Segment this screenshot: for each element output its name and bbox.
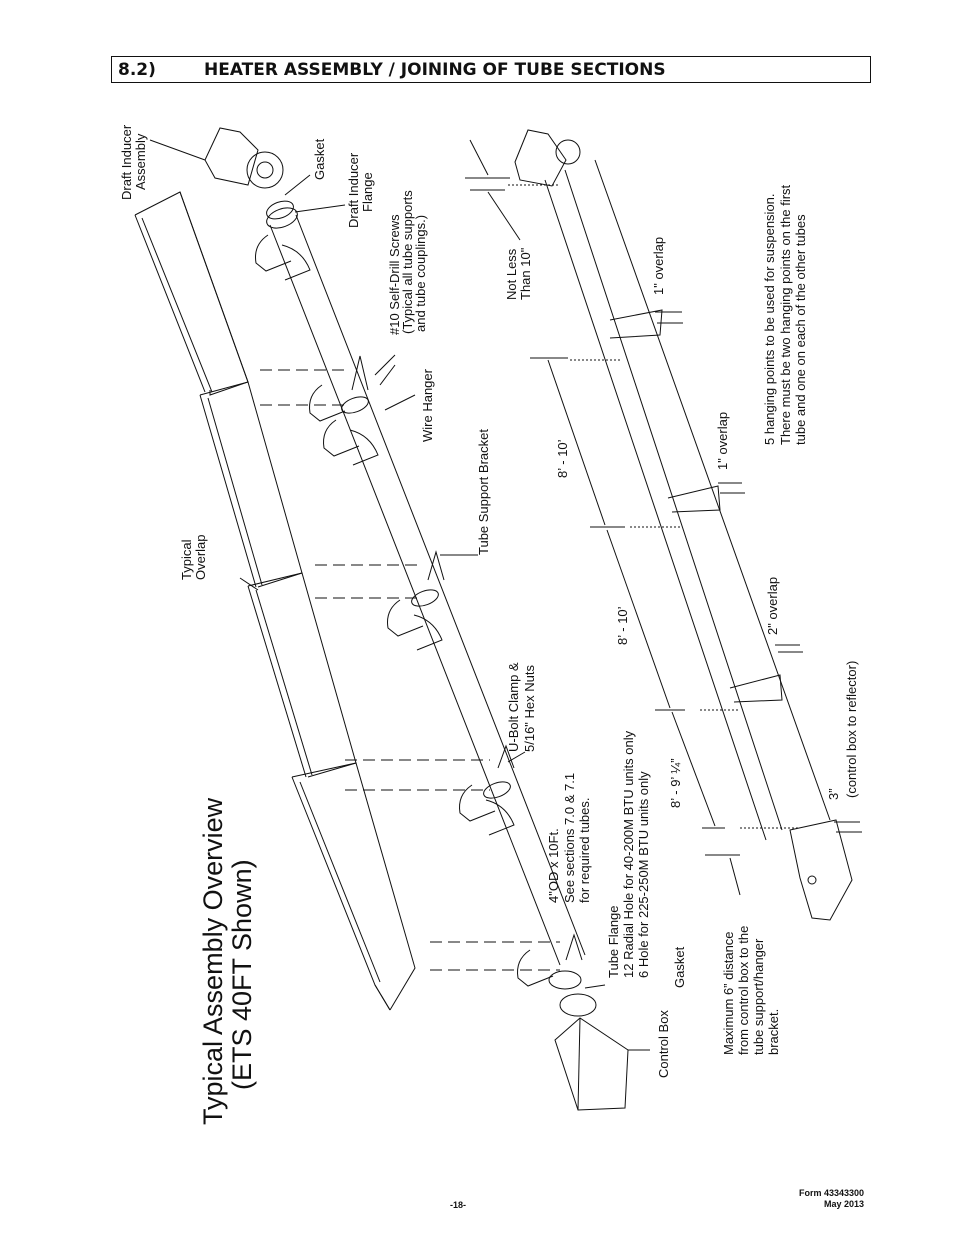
label-hanging-3: tube and one on each of the other tubes xyxy=(793,214,808,445)
wire-hangers xyxy=(255,234,554,987)
label-self-drill-2: (Typical all tube supports xyxy=(400,190,415,334)
label-gasket-bottom: Gasket xyxy=(672,946,687,988)
label-control-box: Control Box xyxy=(656,1010,671,1078)
label-draft-inducer-assembly-2: Assembly xyxy=(133,133,148,190)
label-control-to-reflector: (control box to reflector) xyxy=(844,661,859,798)
label-tube-flange-3: 6 Hole for 225-250M BTU units only xyxy=(636,771,651,978)
label-overlap-1: 1" overlap xyxy=(651,237,666,295)
label-ubolt-1: U-Bolt Clamp & xyxy=(506,662,521,752)
label-dim-8-9: 8’ - 9’ ¼” xyxy=(668,758,683,808)
label-dim-8-10-a: 8’ - 10’ xyxy=(555,439,570,478)
label-not-less-2: Than 10" xyxy=(518,247,533,300)
label-ubolt-2: 5/16" Hex Nuts xyxy=(522,665,537,752)
label-dim-8-10-b: 8’ - 10’ xyxy=(615,606,630,645)
label-tube-flange-2: 12 Radial Hole for 40-200M BTU units onl… xyxy=(621,730,636,978)
label-self-drill-3: and tube couplings.) xyxy=(413,215,428,332)
label-draft-inducer-flange: Draft Inducer xyxy=(346,152,361,228)
diagram-title-line2: (ETS 40FT Shown) xyxy=(227,859,257,1090)
leader-lines xyxy=(149,139,741,1051)
control-box xyxy=(548,970,629,1111)
chains xyxy=(508,184,800,829)
label-max6-1: Maximum 6” distance xyxy=(721,931,736,1055)
label-hanging-1: 5 hanging points to be used for suspensi… xyxy=(762,193,777,445)
label-typical-overlap: Typical xyxy=(179,539,194,580)
label-self-drill-1: #10 Self-Drill Screws xyxy=(387,214,402,335)
label-hanging-2: There must be two hanging points on the … xyxy=(778,184,793,445)
label-typical-overlap-2: Overlap xyxy=(193,534,208,580)
draft-inducer-assembly xyxy=(204,127,298,229)
label-max6-4: bracket. xyxy=(766,1009,781,1055)
section-number: 8.2) xyxy=(118,59,156,80)
label-dim-3: 3” xyxy=(826,788,841,800)
tube-support-brackets xyxy=(351,355,583,961)
label-max6-3: tube support/hanger xyxy=(751,938,766,1055)
diagram-title-line1: Typical Assembly Overview xyxy=(198,797,228,1125)
hang-lines xyxy=(260,369,560,971)
label-not-less-1: Not Less xyxy=(504,248,519,300)
form-info: Form 43343300 May 2013 xyxy=(799,1188,864,1210)
label-tube-od-2: See sections 7.0 & 7.1 xyxy=(562,773,577,903)
label-max6-2: from control box to the xyxy=(736,926,751,1055)
callout-labels: Draft Inducer Assembly Gasket Draft Indu… xyxy=(119,124,859,1078)
section-header: 8.2) HEATER ASSEMBLY / JOINING OF TUBE S… xyxy=(111,56,871,83)
label-gasket-top: Gasket xyxy=(312,138,327,180)
reflector-sections xyxy=(134,191,416,1011)
label-tube-support-bracket: Tube Support Bracket xyxy=(476,429,491,555)
label-overlap-3: 2" overlap xyxy=(765,577,780,635)
page-number: -18- xyxy=(450,1200,467,1210)
form-date: May 2013 xyxy=(823,1199,864,1209)
label-tube-flange-1: Tube Flange xyxy=(606,905,621,978)
label-overlap-2: 1" overlap xyxy=(715,412,730,470)
label-tube-od-3: for required tubes. xyxy=(577,797,592,903)
diagram-title: Typical Assembly Overview (ETS 40FT Show… xyxy=(198,797,257,1125)
dimension-lines xyxy=(465,139,862,856)
radiant-tube xyxy=(269,214,586,966)
label-draft-inducer-assembly: Draft Inducer xyxy=(119,124,134,200)
right-assembly xyxy=(514,129,853,921)
form-number: Form 43343300 xyxy=(798,1188,864,1198)
label-draft-inducer-flange-2: Flange xyxy=(360,172,375,212)
section-title: HEATER ASSEMBLY / JOINING OF TUBE SECTIO… xyxy=(204,59,666,80)
label-tube-od-1: 4"OD x 10Ft. xyxy=(546,828,561,903)
label-wire-hanger: Wire Hanger xyxy=(420,368,435,442)
